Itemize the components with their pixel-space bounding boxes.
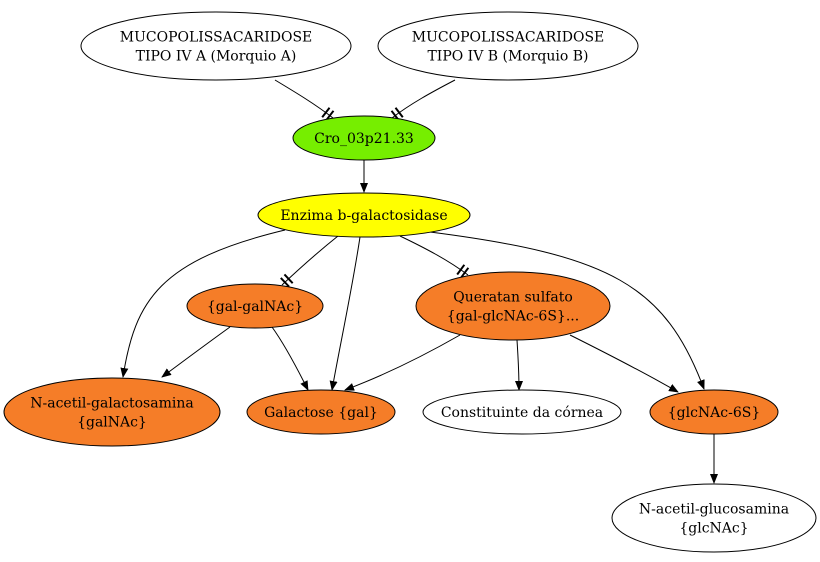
node-glcnac6s: {glcNAc-6S} xyxy=(649,389,779,435)
edge-queratan-to-galactose xyxy=(344,334,461,391)
node-ellipse xyxy=(246,389,396,435)
edge-galgalnac-to-galactose xyxy=(271,326,309,391)
node-label-line: Galactose {gal} xyxy=(264,405,378,421)
node-ellipse xyxy=(186,283,324,329)
edge-enzima-to-galgalnac xyxy=(280,235,339,288)
node-label-line: Enzima b-galactosidase xyxy=(280,208,447,224)
node-cornea: Constituinte da córnea xyxy=(422,389,622,435)
tee-mark xyxy=(321,107,331,118)
node-cro: Cro_03p21.33 xyxy=(292,115,436,161)
node-ellipse xyxy=(80,11,352,81)
node-label-line: {gal-galNAc} xyxy=(207,299,303,315)
node-ellipse xyxy=(649,389,779,435)
node-mps_b: MUCOPOLISSACARIDOSE TIPO IV B (Morquio B) xyxy=(377,11,639,81)
arrow-edge-line xyxy=(161,326,231,378)
edge-queratan-to-cornea xyxy=(514,339,523,391)
node-label-line: N-acetil-glucosamina xyxy=(639,502,789,518)
node-label-line: Cro_03p21.33 xyxy=(314,131,414,147)
node-ellipse xyxy=(3,377,221,447)
tee-mark xyxy=(460,267,470,279)
node-ellipse xyxy=(611,483,817,553)
arrow-edge-line xyxy=(344,334,461,391)
tee-mark xyxy=(280,277,290,288)
edge-galgalnac-to-acgalactosamina xyxy=(161,326,231,378)
arrow-edge-line xyxy=(429,231,705,390)
arrow-edge-line xyxy=(569,334,679,393)
edge-mps_b-to-cro xyxy=(390,79,456,121)
edge-enzima-to-glcnac6s xyxy=(429,231,705,390)
arrow-edge-line xyxy=(120,229,286,378)
arrow-edge-line xyxy=(271,326,309,391)
node-galgalnac: {gal-galNAc} xyxy=(186,283,324,329)
node-enzima: Enzima b-galactosidase xyxy=(257,192,471,238)
node-galactose: Galactose {gal} xyxy=(246,389,396,435)
node-label-line: {gal-glcNAc-6S}... xyxy=(447,309,579,325)
node-ellipse xyxy=(292,115,436,161)
node-queratan: Queratan sulfato {gal-glcNAc-6S}... xyxy=(415,271,611,341)
inhibition-edge-line xyxy=(274,79,334,119)
node-acglucosamina: N-acetil-glucosamina {glcNAc} xyxy=(611,483,817,553)
node-label-line: {glcNAc-6S} xyxy=(668,405,761,421)
tee-mark xyxy=(456,264,466,276)
node-ellipse xyxy=(415,271,611,341)
node-ellipse xyxy=(257,192,471,238)
inhibition-edge-line xyxy=(399,235,469,276)
edges-layer xyxy=(120,79,718,484)
node-label-line: MUCOPOLISSACARIDOSE xyxy=(412,30,605,46)
arrow-edge-line xyxy=(514,339,523,391)
node-label-line: TIPO IV A (Morquio A) xyxy=(136,49,297,65)
node-mps_a: MUCOPOLISSACARIDOSE TIPO IV A (Morquio A) xyxy=(80,11,352,81)
node-ellipse xyxy=(377,11,639,81)
inhibition-edge-line xyxy=(281,235,339,286)
edge-enzima-to-queratan xyxy=(399,235,470,279)
nodes-layer: MUCOPOLISSACARIDOSE TIPO IV A (Morquio A)… xyxy=(3,11,817,553)
edge-enzima-to-galactose xyxy=(329,236,361,391)
edge-enzima-to-acgalactosamina xyxy=(120,229,286,378)
tee-mark xyxy=(394,107,404,118)
inhibition-edge-line xyxy=(391,79,456,119)
node-label-line: N-acetil-galactosamina xyxy=(30,396,193,412)
node-label-line: Constituinte da córnea xyxy=(441,405,603,421)
node-label-line: Queratan sulfato xyxy=(453,290,573,306)
node-label-line: {galNAc} xyxy=(77,415,147,431)
node-label-line: TIPO IV B (Morquio B) xyxy=(427,49,588,65)
tee-mark xyxy=(283,273,294,284)
arrow-edge-line xyxy=(329,236,361,391)
node-acgalactosamina: N-acetil-galactosamina {galNAc} xyxy=(3,377,221,447)
edge-queratan-to-glcnac6s xyxy=(569,334,679,393)
node-label-line: {glcNAc} xyxy=(679,521,748,537)
node-ellipse xyxy=(422,389,622,435)
node-label-line: MUCOPOLISSACARIDOSE xyxy=(120,30,313,46)
edge-mps_a-to-cro xyxy=(274,79,335,121)
